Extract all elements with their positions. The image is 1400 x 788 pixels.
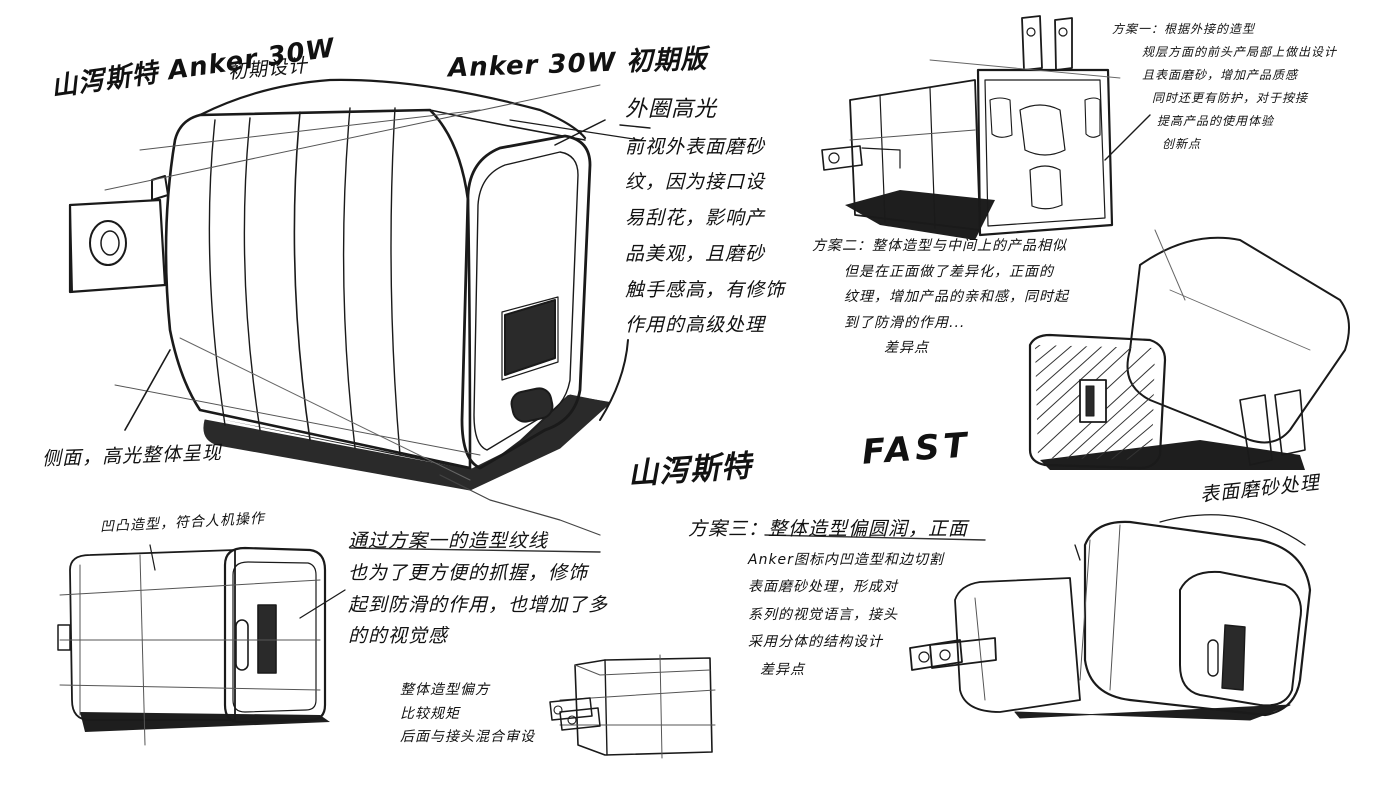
note-line: 规层方面的前头产局部上做出设计 bbox=[1142, 45, 1338, 59]
note-scheme-two: 方案二：整体造型与中间上的产品相似 但是在正面做了差异化，正面的 纹理，增加产品… bbox=[812, 238, 1069, 358]
note-scheme-one-lines: 通过方案一的造型纹线 也为了更方便的抓握，修饰 起到防滑的作用，也增加了多 的的… bbox=[348, 530, 608, 649]
charger-sketch-bottom-right bbox=[909, 514, 1312, 721]
note-square-form: 整体造型偏方 比较规矩 后面与接头混合审设 bbox=[400, 682, 535, 747]
note-scheme-three: 方案三：整体造型偏圆润，正面 Anker图标内凹造型和边切割 表面磨砂处理，形成… bbox=[688, 518, 968, 679]
note-line: 的的视觉感 bbox=[348, 625, 449, 648]
note-line: 也为了更方便的抓握，修饰 bbox=[348, 561, 589, 584]
charger-sketch-top-center bbox=[821, 15, 1151, 240]
note-line: 同时还更有防护，对于按接 bbox=[1152, 91, 1309, 105]
note-line: 差异点 bbox=[760, 661, 805, 678]
note-line: 提高产品的使用体验 bbox=[1157, 114, 1275, 128]
fast-title: FAST bbox=[860, 425, 973, 473]
note-line: 后面与接头混合审设 bbox=[400, 729, 535, 745]
main-charger-sketch bbox=[68, 78, 641, 536]
note-line: 比较规矩 bbox=[400, 705, 460, 722]
note-line: 到了防滑的作用... bbox=[844, 314, 966, 331]
note-line: 外圈高光 bbox=[625, 97, 718, 122]
note-line: 作用的高级处理 bbox=[625, 314, 766, 337]
note-line: 起到防滑的作用，也增加了多 bbox=[348, 593, 609, 616]
note-line: 整体造型偏方 bbox=[400, 682, 490, 698]
note-line: 采用分体的结构设计 bbox=[748, 634, 883, 651]
charger-sketch-bottom-left bbox=[57, 544, 346, 746]
charger-sketch-textured bbox=[1028, 229, 1350, 470]
note-line: 差异点 bbox=[884, 340, 929, 356]
note-line: 方案二：整体造型与中间上的产品相似 bbox=[812, 238, 1067, 254]
note-line: 通过方案一的造型纹线 bbox=[348, 530, 549, 552]
note-line: 系列的视觉语言，接头 bbox=[748, 606, 898, 623]
note-line: 纹理，增加产品的亲和感，同时起 bbox=[844, 289, 1069, 305]
note-line: 纹，因为接口设 bbox=[625, 171, 766, 194]
note-line: 表面磨砂处理，形成对 bbox=[748, 579, 898, 596]
note-line: Anker图标内凹造型和边切割 bbox=[748, 551, 944, 568]
note-line: 创新点 bbox=[1162, 137, 1202, 151]
note-line: 方案三：整体造型偏圆润，正面 bbox=[688, 518, 969, 540]
note-line: 触手感高，有修饰 bbox=[625, 278, 786, 301]
note-line: 方案一：根据外接的造型 bbox=[1112, 22, 1256, 36]
note-line: 但是在正面做了差异化，正面的 bbox=[844, 263, 1054, 280]
note-outer-highlight: 外圈高光 前视外表面磨砂 纹，因为接口设 易刮花，影响产 品美观，且磨砂 触手感… bbox=[625, 96, 785, 338]
charger-sketch-small-cube bbox=[549, 654, 716, 759]
note-line: 且表面磨砂，增加产品质感 bbox=[1142, 68, 1299, 82]
note-scheme-one: 方案一：根据外接的造型 规层方面的前头产局部上做出设计 且表面磨砂，增加产品质感… bbox=[1112, 22, 1337, 152]
note-line: 前视外表面磨砂 bbox=[625, 135, 766, 158]
handwriting-underlines bbox=[349, 124, 986, 553]
note-line: 易刮花，影响产 bbox=[625, 207, 766, 229]
note-line: 品美观，且磨砂 bbox=[625, 242, 766, 265]
